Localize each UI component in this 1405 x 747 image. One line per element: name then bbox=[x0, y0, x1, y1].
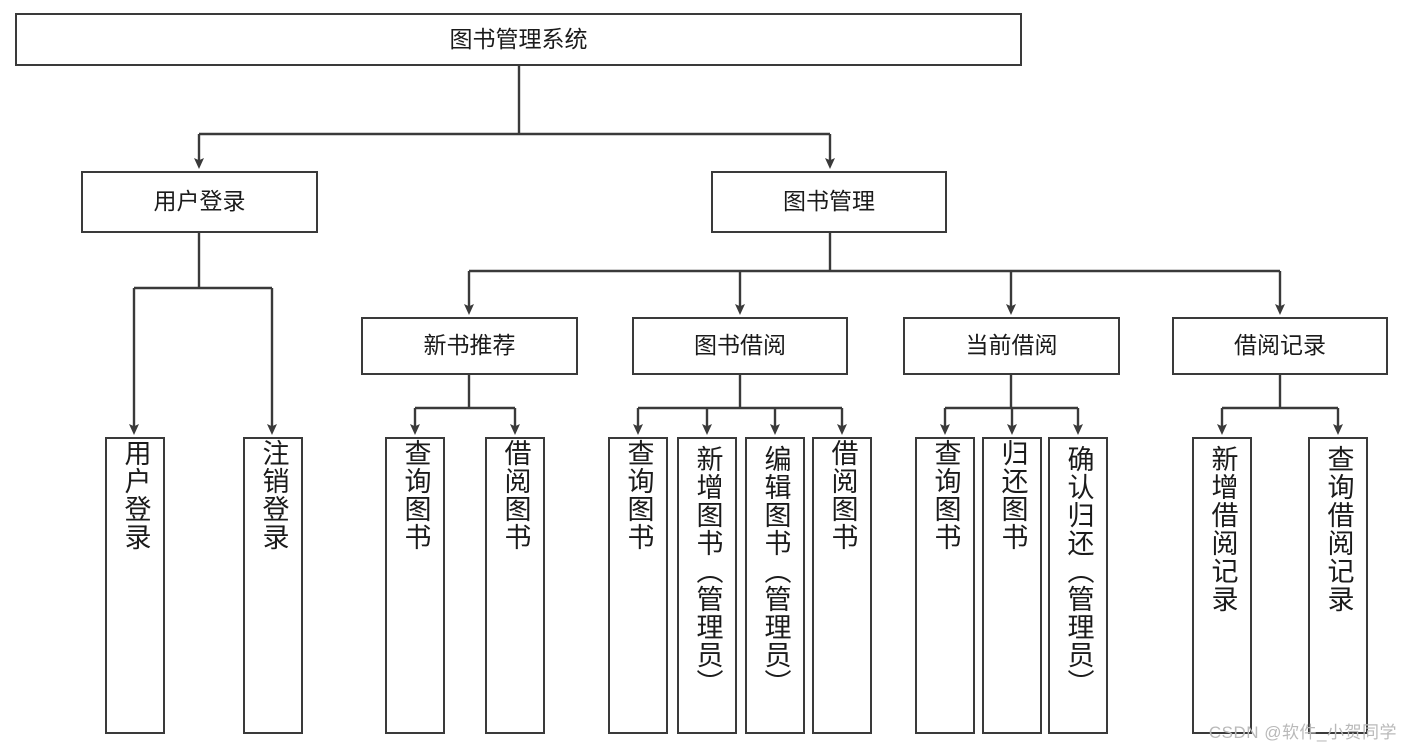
node-user-login[interactable]: 用户登录 bbox=[81, 171, 318, 233]
node-leaf-edit-book-admin[interactable]: 编辑图书（管理员） bbox=[745, 437, 805, 734]
node-label: 查询借阅记录 bbox=[1323, 445, 1354, 613]
node-label: 借阅图书 bbox=[827, 439, 858, 551]
node-label: 注销登录 bbox=[258, 439, 289, 551]
node-leaf-borrow-book-1[interactable]: 借阅图书 bbox=[485, 437, 545, 734]
node-label: 用户登录 bbox=[153, 188, 246, 215]
node-label: 新增借阅记录 bbox=[1207, 445, 1238, 613]
node-label: 图书借阅 bbox=[694, 332, 786, 359]
node-label: 确认归还（管理员） bbox=[1063, 445, 1094, 697]
node-leaf-query-borrow-record[interactable]: 查询借阅记录 bbox=[1308, 437, 1368, 734]
node-label: 当前借阅 bbox=[965, 332, 1058, 359]
node-label: 新书推荐 bbox=[423, 332, 516, 359]
node-leaf-return-book[interactable]: 归还图书 bbox=[982, 437, 1042, 734]
node-leaf-borrow-book-2[interactable]: 借阅图书 bbox=[812, 437, 872, 734]
node-label: 用户登录 bbox=[120, 439, 151, 551]
node-label: 借阅图书 bbox=[500, 439, 531, 551]
node-borrow-record[interactable]: 借阅记录 bbox=[1172, 317, 1388, 375]
node-label: 查询图书 bbox=[930, 439, 961, 551]
node-leaf-query-book-1[interactable]: 查询图书 bbox=[385, 437, 445, 734]
node-label: 图书管理系统 bbox=[449, 25, 588, 52]
node-leaf-add-book-admin[interactable]: 新增图书（管理员） bbox=[677, 437, 737, 734]
node-leaf-logout-login[interactable]: 注销登录 bbox=[243, 437, 303, 734]
node-label: 查询图书 bbox=[400, 439, 431, 551]
node-label: 图书管理 bbox=[783, 188, 875, 215]
node-leaf-user-login[interactable]: 用户登录 bbox=[105, 437, 165, 734]
node-leaf-query-book-3[interactable]: 查询图书 bbox=[915, 437, 975, 734]
node-book-borrow[interactable]: 图书借阅 bbox=[632, 317, 848, 375]
node-root-system[interactable]: 图书管理系统 bbox=[15, 13, 1022, 66]
node-new-book-recommend[interactable]: 新书推荐 bbox=[361, 317, 578, 375]
csdn-watermark: CSDN @软件_小贺同学 bbox=[1208, 723, 1397, 742]
node-leaf-add-borrow-record[interactable]: 新增借阅记录 bbox=[1192, 437, 1252, 734]
node-leaf-confirm-return-admin[interactable]: 确认归还（管理员） bbox=[1048, 437, 1108, 734]
node-label: 借阅记录 bbox=[1234, 332, 1326, 359]
node-leaf-query-book-2[interactable]: 查询图书 bbox=[608, 437, 668, 734]
node-label: 编辑图书（管理员） bbox=[760, 445, 791, 697]
node-label: 归还图书 bbox=[997, 439, 1028, 551]
node-label: 查询图书 bbox=[623, 439, 654, 551]
node-book-management[interactable]: 图书管理 bbox=[711, 171, 947, 233]
node-label: 新增图书（管理员） bbox=[692, 445, 723, 697]
node-current-borrow[interactable]: 当前借阅 bbox=[903, 317, 1120, 375]
